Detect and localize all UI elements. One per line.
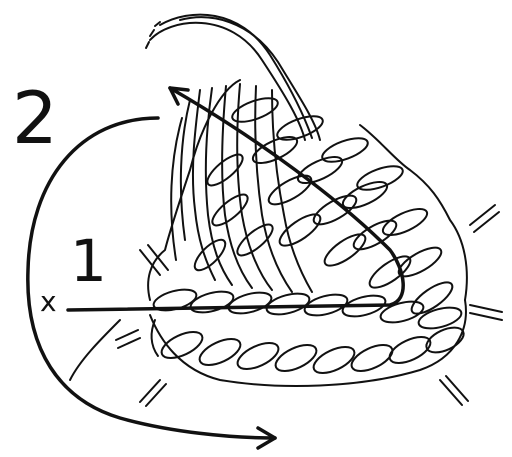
start-mark: x — [40, 288, 57, 316]
bottom-stitch-row — [151, 286, 467, 379]
diagonal-stitches — [190, 93, 457, 319]
fabric-columns — [171, 84, 312, 292]
step-two-label: 2 — [12, 82, 58, 154]
step-one-label: 1 — [70, 232, 107, 290]
